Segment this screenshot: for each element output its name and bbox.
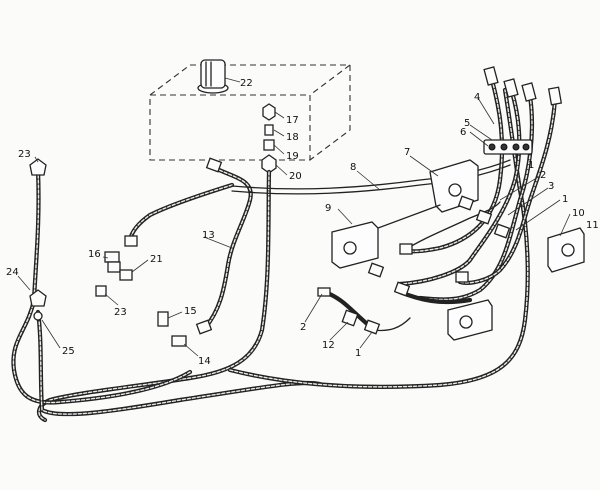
bracket-lower-part [447,299,493,341]
callout-4: 10 [572,208,585,219]
callout-5: 11 [586,220,599,231]
leader-lines [17,77,571,357]
hose-end-fittings [483,66,563,106]
callout-8: 6 [460,127,466,138]
small-fittings [29,157,511,347]
callout-18: 13 [202,230,215,241]
callout-10: 8 [350,162,356,173]
callout-22: 23 [114,307,127,318]
callout-14: 19 [286,151,299,162]
valve-block-part [483,139,533,155]
callout-6: 4 [474,92,480,103]
callout-13: 18 [286,132,299,143]
callout-21: 14 [198,356,211,367]
tank-outline [149,64,352,161]
callout-2-left: 2 [300,322,306,333]
callout-labels: 22 17 18 19 20 23 24 25 16 21 23 15 14 1… [6,78,599,367]
callout-7: 5 [464,118,470,129]
bracket-11-part [331,204,441,269]
callout-16: 12 [322,340,335,351]
filler-cap-part [197,59,229,94]
callout-2-right: 2 [540,170,546,181]
callout-25: 25 [62,346,75,357]
callout-24: 21 [150,254,163,265]
callout-19: 15 [184,306,197,317]
callout-1-right: 1 [562,194,568,205]
callout-1-top: 1 [528,160,534,171]
callout-23-top: 23 [18,149,31,160]
callout-3: 3 [548,181,554,192]
callout-15: 20 [289,171,302,182]
fitting-stack-part [261,103,277,174]
callout-23-mid: 24 [6,267,19,278]
callout-12: 17 [286,115,299,126]
callout-11: 9 [325,203,331,214]
callout-17: 22 [240,78,253,89]
bracket-4-5-part [547,227,585,273]
callout-20: 16 [88,249,101,260]
callout-1-bottom: 1 [355,348,361,359]
callout-9: 7 [404,147,410,158]
